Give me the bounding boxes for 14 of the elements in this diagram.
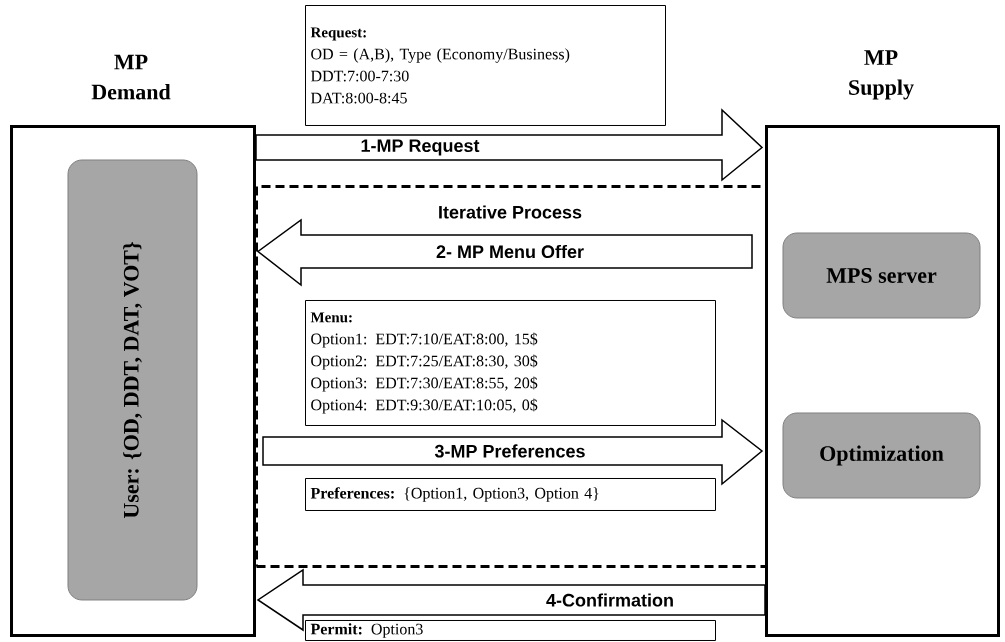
rounded-box: Optimization [782,412,981,499]
text-box: Request: OD = (A,B), Type (Economy/Business) DDT:7:00-7:30 DAT:8:00-8:45 [305,5,666,126]
heading: MP Demand [91,54,171,100]
rounded-box: User: {OD, DDT, DAT, VOT} [67,159,198,601]
edge-label: 4-Confirmation [545,592,675,608]
text-box: Preferences: {Option1, Option3, Option 4} [305,478,716,511]
block-arrow [256,568,766,632]
edge-label: 1-MP Request [359,138,481,157]
text-box: Menu: Option1: EDT:7:10/EAT:8:00, 15$ Option2: EDT:7:25/EAT:8:30, 30$ Option3: EDT:7:30/EAT:8:55, 20$ Option4: EDT:9:30/EAT:10:05, 0$ [305,300,716,426]
heading: MP Supply [849,50,914,100]
edge-label: 3-MP Preferences [433,443,587,459]
block-arrow [256,218,753,287]
rounded-box: MPS server [782,232,981,319]
text-box: Permit: Option3 [305,620,716,641]
